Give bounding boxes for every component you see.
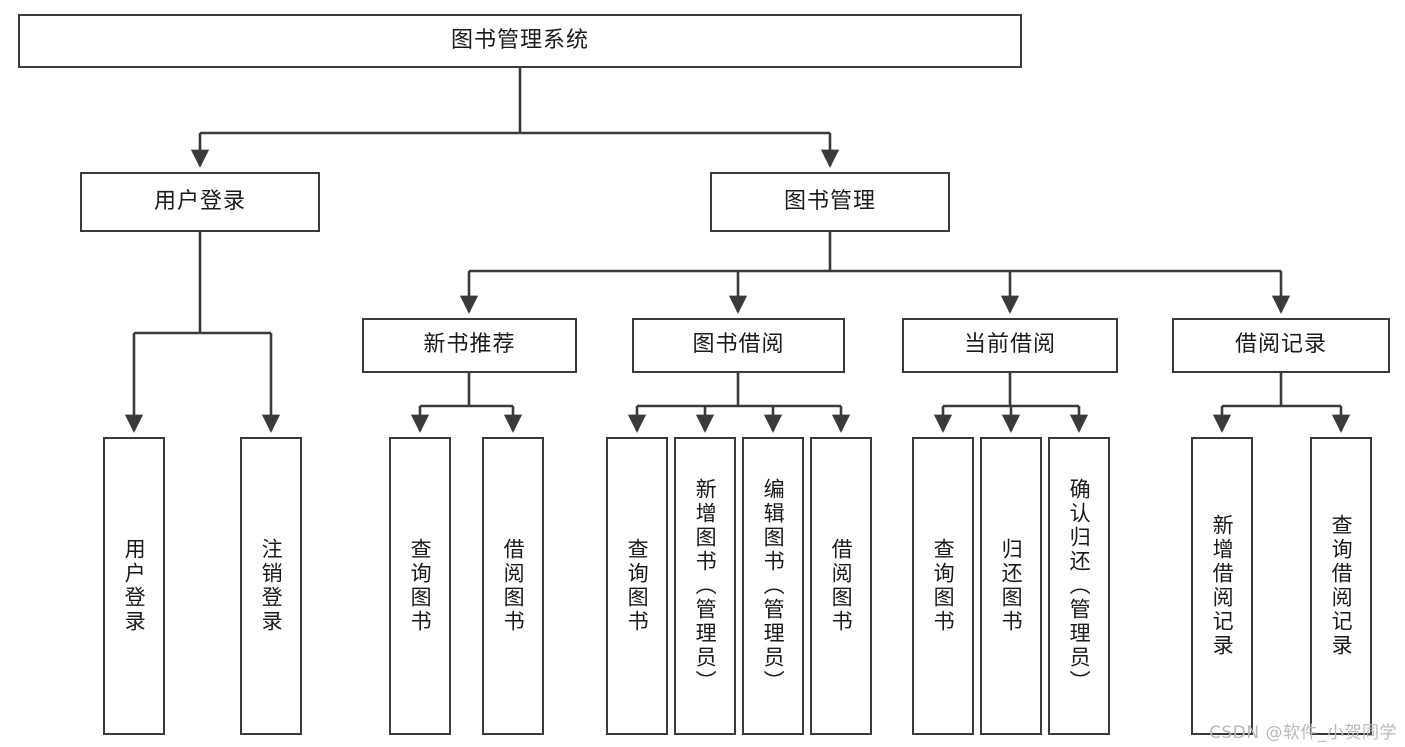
node-new-book-rec-label: 新书推荐 [423, 332, 516, 358]
node-leaf-query-book-3[interactable]: 查询图书 [912, 437, 974, 735]
node-leaf-add-book[interactable]: 新增图书（管理员） [674, 437, 736, 735]
node-leaf-user-login-label: 用户登录 [122, 538, 147, 634]
node-leaf-query-book-1[interactable]: 查询图书 [389, 437, 451, 735]
node-current-borrow[interactable]: 当前借阅 [902, 318, 1118, 373]
node-leaf-confirm-return[interactable]: 确认归还（管理员） [1048, 437, 1110, 735]
node-book-borrow-label: 图书借阅 [692, 332, 785, 358]
node-leaf-query-record-label: 查询借阅记录 [1329, 514, 1354, 658]
node-leaf-query-book-2-label: 查询图书 [625, 538, 650, 634]
node-root-label: 图书管理系统 [450, 27, 589, 53]
csdn-watermark: CSDN @软件_小贺同学 [1209, 723, 1397, 743]
node-current-borrow-label: 当前借阅 [963, 332, 1056, 358]
node-leaf-add-book-label: 新增图书（管理员） [693, 478, 718, 694]
node-book-borrow[interactable]: 图书借阅 [632, 318, 845, 373]
node-leaf-borrow-book-2-label: 借阅图书 [829, 538, 854, 634]
node-new-book-rec[interactable]: 新书推荐 [362, 318, 577, 373]
node-leaf-add-record-label: 新增借阅记录 [1210, 514, 1235, 658]
node-leaf-return-book[interactable]: 归还图书 [980, 437, 1042, 735]
node-leaf-logout-label: 注销登录 [259, 538, 284, 634]
node-leaf-query-book-3-label: 查询图书 [931, 538, 956, 634]
node-leaf-edit-book[interactable]: 编辑图书（管理员） [742, 437, 804, 735]
node-borrow-record-label: 借阅记录 [1234, 332, 1327, 358]
node-leaf-borrow-book-2[interactable]: 借阅图书 [810, 437, 872, 735]
node-leaf-confirm-return-label: 确认归还（管理员） [1067, 478, 1092, 694]
node-leaf-add-record[interactable]: 新增借阅记录 [1191, 437, 1253, 735]
node-leaf-query-book-1-label: 查询图书 [408, 538, 433, 634]
node-leaf-edit-book-label: 编辑图书（管理员） [761, 478, 786, 694]
node-book-manage-label: 图书管理 [783, 188, 876, 214]
node-root[interactable]: 图书管理系统 [18, 14, 1022, 68]
node-user-login[interactable]: 用户登录 [80, 172, 320, 232]
node-leaf-query-book-2[interactable]: 查询图书 [606, 437, 668, 735]
node-book-manage[interactable]: 图书管理 [710, 172, 950, 232]
node-borrow-record[interactable]: 借阅记录 [1172, 318, 1390, 373]
node-leaf-user-login[interactable]: 用户登录 [103, 437, 165, 735]
node-leaf-return-book-label: 归还图书 [999, 538, 1024, 634]
node-user-login-label: 用户登录 [153, 188, 246, 214]
node-leaf-borrow-book-1-label: 借阅图书 [501, 538, 526, 634]
node-leaf-query-record[interactable]: 查询借阅记录 [1310, 437, 1372, 735]
node-leaf-logout[interactable]: 注销登录 [240, 437, 302, 735]
node-leaf-borrow-book-1[interactable]: 借阅图书 [482, 437, 544, 735]
